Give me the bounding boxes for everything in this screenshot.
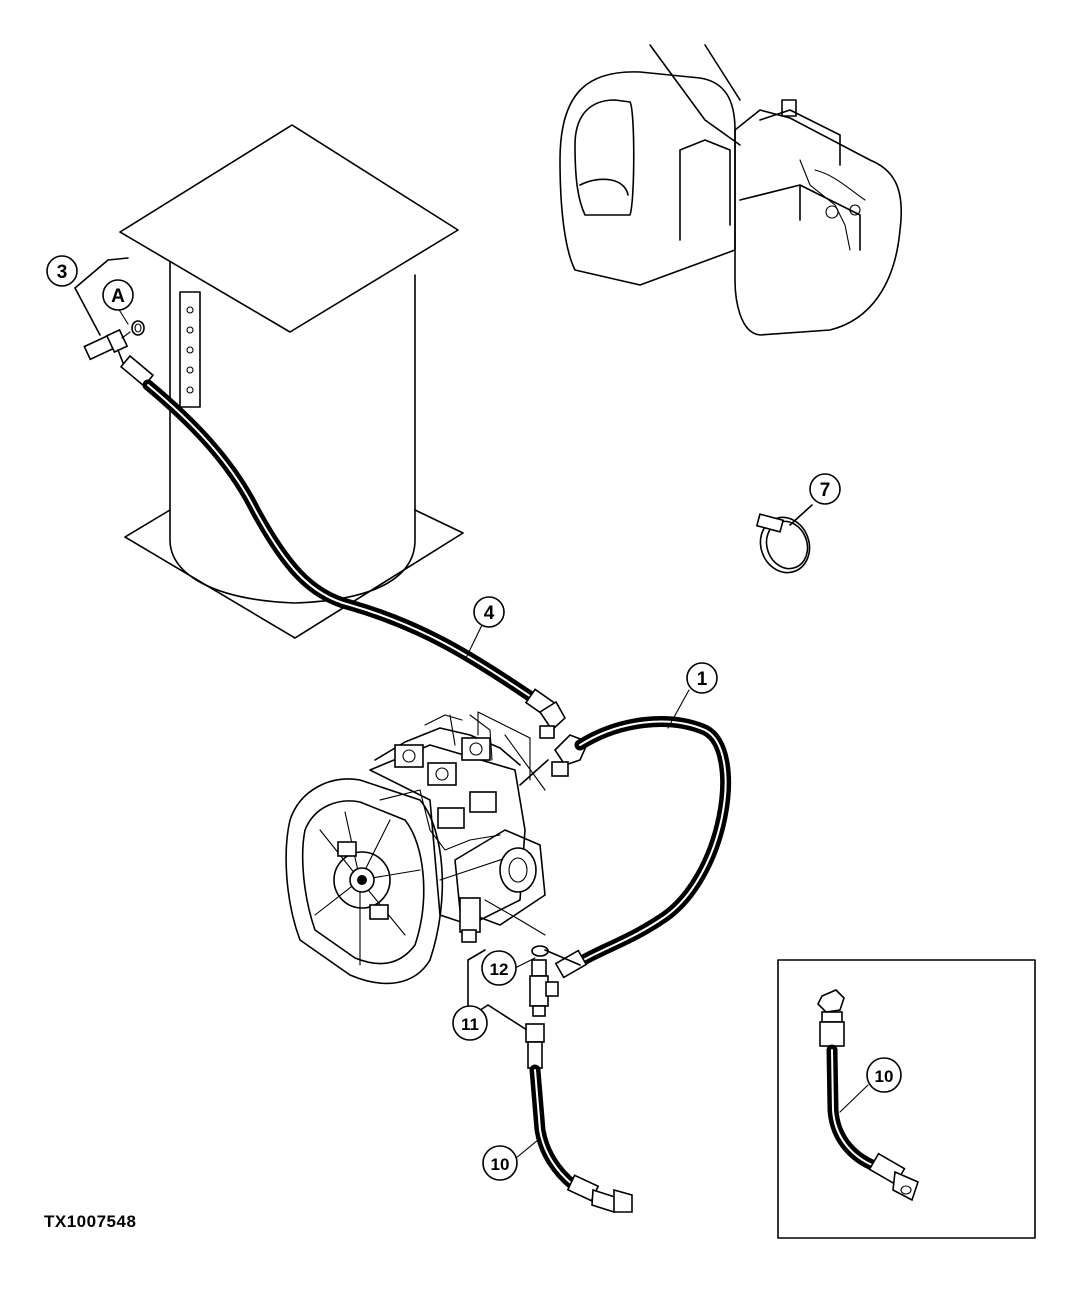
leader-lines <box>117 307 869 1164</box>
callout-4-label: 4 <box>484 603 495 624</box>
hose-1 <box>519 716 731 979</box>
callout-1-label: 1 <box>697 669 708 690</box>
hose-4 <box>119 354 567 739</box>
callout-A-label: A <box>111 286 125 307</box>
callout-1: 1 <box>686 662 718 694</box>
callout-12: 12 <box>481 950 517 986</box>
inset-detail-hose-10 <box>777 959 1036 1239</box>
hydraulic-pump-assembly <box>285 711 546 985</box>
fitting-group-11 <box>467 945 559 1033</box>
figure-id-label: TX1007548 <box>44 1212 137 1231</box>
hose-clamp-7 <box>755 504 813 574</box>
callout-10-main: 10 <box>482 1145 518 1181</box>
callout-10-inset-label: 10 <box>875 1067 894 1086</box>
callout-7-label: 7 <box>820 480 831 501</box>
callout-7: 7 <box>809 473 841 505</box>
excavator-locator-view <box>559 44 902 336</box>
callout-11: 11 <box>452 1005 488 1041</box>
callout-3: 3 <box>46 255 78 287</box>
callout-3-label: 3 <box>57 262 68 283</box>
hose-10 <box>525 1023 633 1214</box>
callout-A: A <box>102 279 134 311</box>
fitting-tee-group-3 <box>74 257 145 369</box>
callout-11-label: 11 <box>461 1015 479 1034</box>
callout-10-main-label: 10 <box>491 1155 510 1174</box>
callout-12-label: 12 <box>490 960 509 979</box>
callout-4: 4 <box>473 596 505 628</box>
callout-10-inset: 10 <box>866 1057 902 1093</box>
hydraulic-tank <box>119 124 464 639</box>
